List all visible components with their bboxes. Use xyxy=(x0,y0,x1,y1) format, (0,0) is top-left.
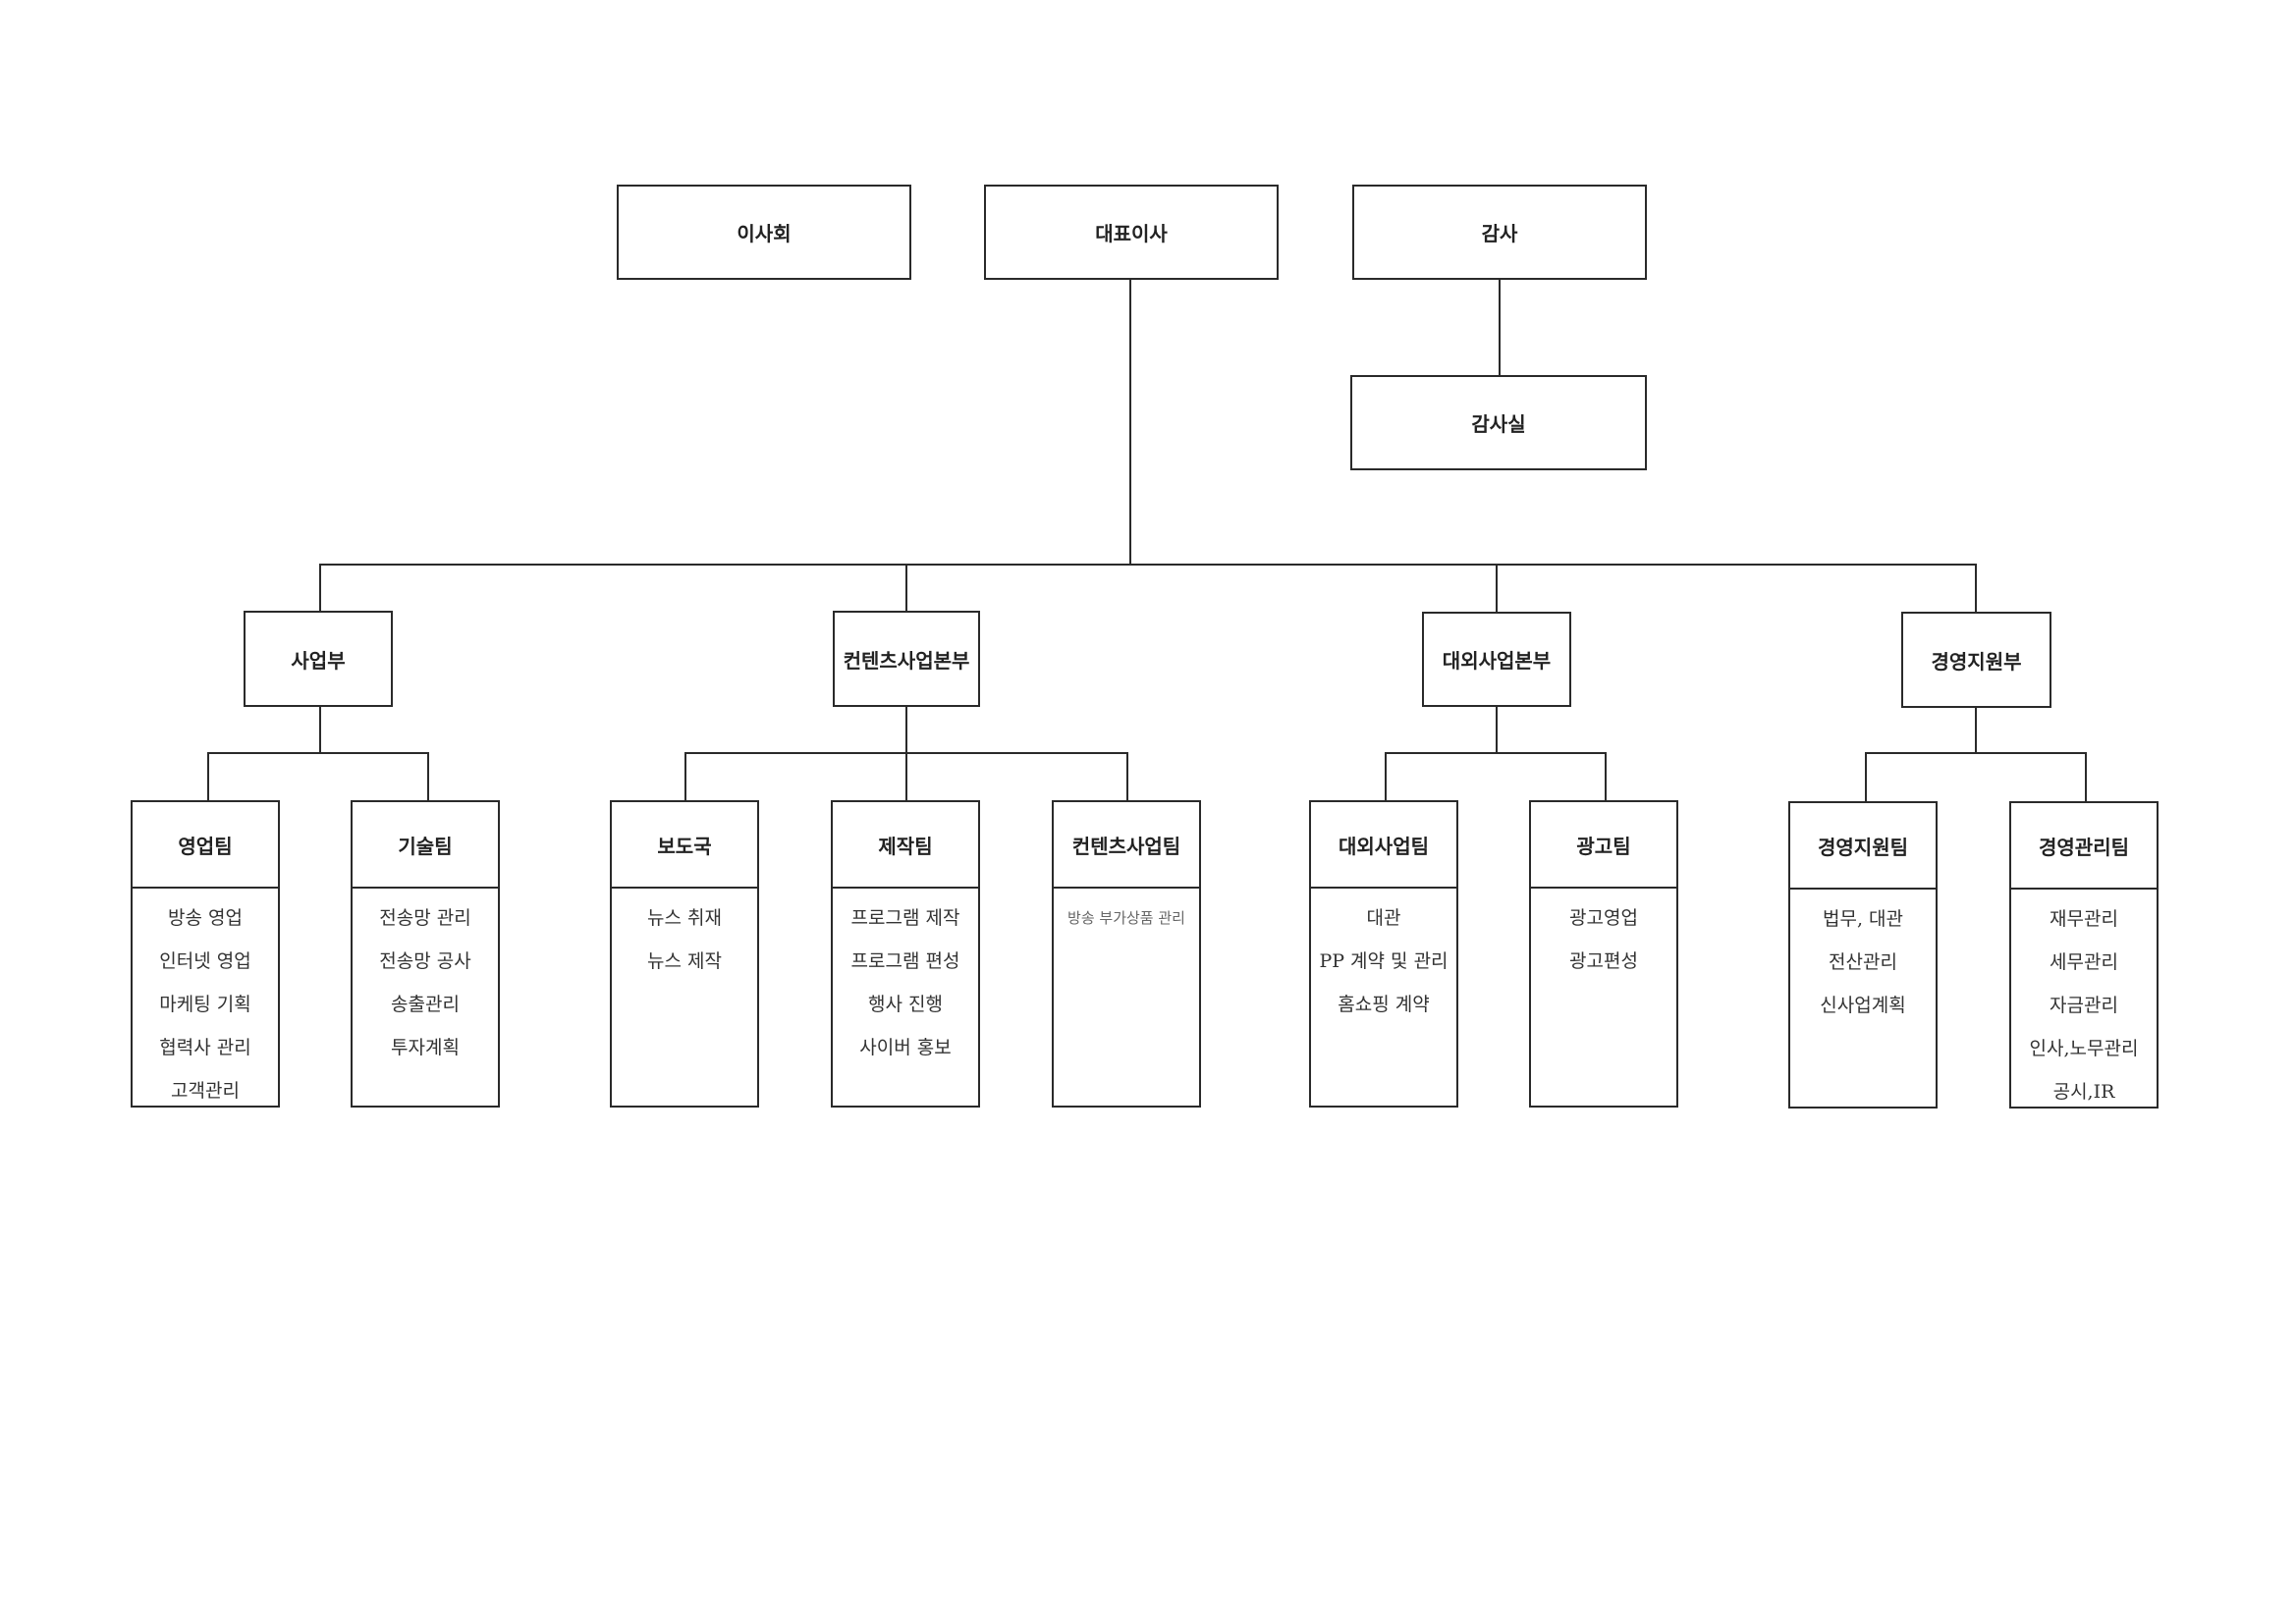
connector-management-bus xyxy=(1865,752,2087,754)
connector-business-down xyxy=(319,707,321,754)
connector-to-mgmt-admin xyxy=(2085,752,2087,801)
division-external-label: 대외사업본부 xyxy=(1442,649,1552,673)
duty-item: 신사업계획 xyxy=(1820,995,1906,1016)
connector-business-bus xyxy=(207,752,429,754)
duty-item: 행사 진행 xyxy=(868,994,943,1015)
connector-contents-down xyxy=(905,707,907,754)
team-production-name: 제작팀 xyxy=(833,802,978,889)
duty-item: 뉴스 제작 xyxy=(647,950,722,972)
connector-to-sales xyxy=(207,752,209,801)
team-mgmt-admin: 경영관리팀 재무관리 세무관리 자금관리 인사,노무관리 공시,IR xyxy=(2009,801,2159,1109)
duty-item: 사이버 홍보 xyxy=(859,1037,952,1058)
connector-external-bus xyxy=(1385,752,1607,754)
team-external-biz: 대외사업팀 대관 PP 계약 및 관리 홈쇼핑 계약 xyxy=(1309,800,1458,1108)
connector-to-contents-biz xyxy=(1126,752,1128,801)
team-mgmt-support: 경영지원팀 법무, 대관 전산관리 신사업계획 xyxy=(1788,801,1938,1109)
duty-item: 공시,IR xyxy=(2052,1081,2115,1103)
team-news-name: 보도국 xyxy=(612,802,757,889)
team-advertising: 광고팀 광고영업 광고편성 xyxy=(1529,800,1678,1108)
duty-item: 인터넷 영업 xyxy=(159,950,251,972)
team-advertising-duties: 광고영업 광고편성 xyxy=(1531,889,1676,983)
duty-item: 재무관리 xyxy=(2050,908,2118,930)
division-external: 대외사업본부 xyxy=(1422,612,1571,707)
team-production-duties: 프로그램 제작 프로그램 편성 행사 진행 사이버 홍보 xyxy=(833,889,978,1069)
team-mgmt-support-duties: 법무, 대관 전산관리 신사업계획 xyxy=(1790,890,1936,1027)
connector-to-external-biz xyxy=(1385,752,1387,801)
division-management-label: 경영지원부 xyxy=(1931,649,2022,674)
audit-office-label: 감사실 xyxy=(1471,412,1526,436)
duty-item: 대관 xyxy=(1366,907,1401,929)
duty-item: 법무, 대관 xyxy=(1823,908,1903,930)
duty-item: 자금관리 xyxy=(2050,995,2118,1016)
duty-item: 광고편성 xyxy=(1569,950,1638,972)
duty-item: 협력사 관리 xyxy=(159,1037,251,1058)
duty-item: 고객관리 xyxy=(171,1080,240,1102)
duty-item: 마케팅 기획 xyxy=(159,994,251,1015)
division-contents: 컨텐츠사업본부 xyxy=(833,611,980,707)
division-management: 경영지원부 xyxy=(1901,612,2051,708)
team-mgmt-admin-duties: 재무관리 세무관리 자금관리 인사,노무관리 공시,IR xyxy=(2011,890,2157,1113)
team-tech: 기술팀 전송망 관리 전송망 공사 송출관리 투자계획 xyxy=(351,800,500,1108)
team-mgmt-admin-name: 경영관리팀 xyxy=(2011,803,2157,890)
connector-to-tech xyxy=(427,752,429,801)
duty-item: 인사,노무관리 xyxy=(2029,1038,2139,1059)
division-business: 사업부 xyxy=(244,611,393,707)
duty-item: 뉴스 취재 xyxy=(647,907,722,929)
connector-to-production xyxy=(905,752,907,801)
board-box: 이사회 xyxy=(617,185,911,280)
audit-office-box: 감사실 xyxy=(1350,375,1647,470)
team-news-duties: 뉴스 취재 뉴스 제작 xyxy=(612,889,757,983)
connector-to-news xyxy=(684,752,686,801)
team-sales: 영업팀 방송 영업 인터넷 영업 마케팅 기획 협력사 관리 고객관리 xyxy=(131,800,280,1108)
connector-to-external xyxy=(1496,564,1498,613)
duty-item: 프로그램 편성 xyxy=(850,950,960,972)
duty-item: 세무관리 xyxy=(2050,951,2118,973)
team-news: 보도국 뉴스 취재 뉴스 제작 xyxy=(610,800,759,1108)
connector-to-management xyxy=(1975,564,1977,613)
team-production: 제작팀 프로그램 제작 프로그램 편성 행사 진행 사이버 홍보 xyxy=(831,800,980,1108)
team-contents-biz: 컨텐츠사업팀 방송 부가상품 관리 xyxy=(1052,800,1201,1108)
team-external-biz-duties: 대관 PP 계약 및 관리 홈쇼핑 계약 xyxy=(1311,889,1456,1026)
connector-division-bus xyxy=(319,564,1977,566)
duty-item: 송출관리 xyxy=(391,994,460,1015)
duty-item: 방송 영업 xyxy=(168,907,243,929)
division-contents-label: 컨텐츠사업본부 xyxy=(843,648,970,673)
ceo-box: 대표이사 xyxy=(984,185,1279,280)
duty-item: 광고영업 xyxy=(1569,907,1638,929)
team-mgmt-support-name: 경영지원팀 xyxy=(1790,803,1936,890)
team-external-biz-name: 대외사업팀 xyxy=(1311,802,1456,889)
team-advertising-name: 광고팀 xyxy=(1531,802,1676,889)
connector-to-business xyxy=(319,564,321,613)
connector-external-down xyxy=(1496,707,1498,754)
duty-item: 전송망 관리 xyxy=(379,907,471,929)
duty-item: 홈쇼핑 계약 xyxy=(1338,994,1430,1015)
connector-management-down xyxy=(1975,707,1977,754)
duty-item: 전산관리 xyxy=(1829,951,1897,973)
connector-to-advertising xyxy=(1605,752,1607,801)
connector-auditor-office xyxy=(1499,280,1501,376)
auditor-box: 감사 xyxy=(1352,185,1647,280)
team-tech-duties: 전송망 관리 전송망 공사 송출관리 투자계획 xyxy=(353,889,498,1069)
duty-item: 방송 부가상품 관리 xyxy=(1067,909,1185,927)
team-contents-biz-name: 컨텐츠사업팀 xyxy=(1054,802,1199,889)
division-business-label: 사업부 xyxy=(291,648,346,673)
connector-ceo-down xyxy=(1129,280,1131,565)
duty-item: PP 계약 및 관리 xyxy=(1319,950,1449,972)
auditor-label: 감사 xyxy=(1481,222,1518,245)
duty-item: 투자계획 xyxy=(391,1037,460,1058)
duty-item: 전송망 공사 xyxy=(379,950,471,972)
duty-item: 프로그램 제작 xyxy=(850,907,960,929)
team-contents-biz-duties: 방송 부가상품 관리 xyxy=(1054,889,1199,940)
team-tech-name: 기술팀 xyxy=(353,802,498,889)
team-sales-duties: 방송 영업 인터넷 영업 마케팅 기획 협력사 관리 고객관리 xyxy=(133,889,278,1112)
ceo-label: 대표이사 xyxy=(1095,222,1168,245)
team-sales-name: 영업팀 xyxy=(133,802,278,889)
connector-to-contents xyxy=(905,564,907,613)
connector-to-mgmt-support xyxy=(1865,752,1867,801)
board-label: 이사회 xyxy=(737,222,792,245)
